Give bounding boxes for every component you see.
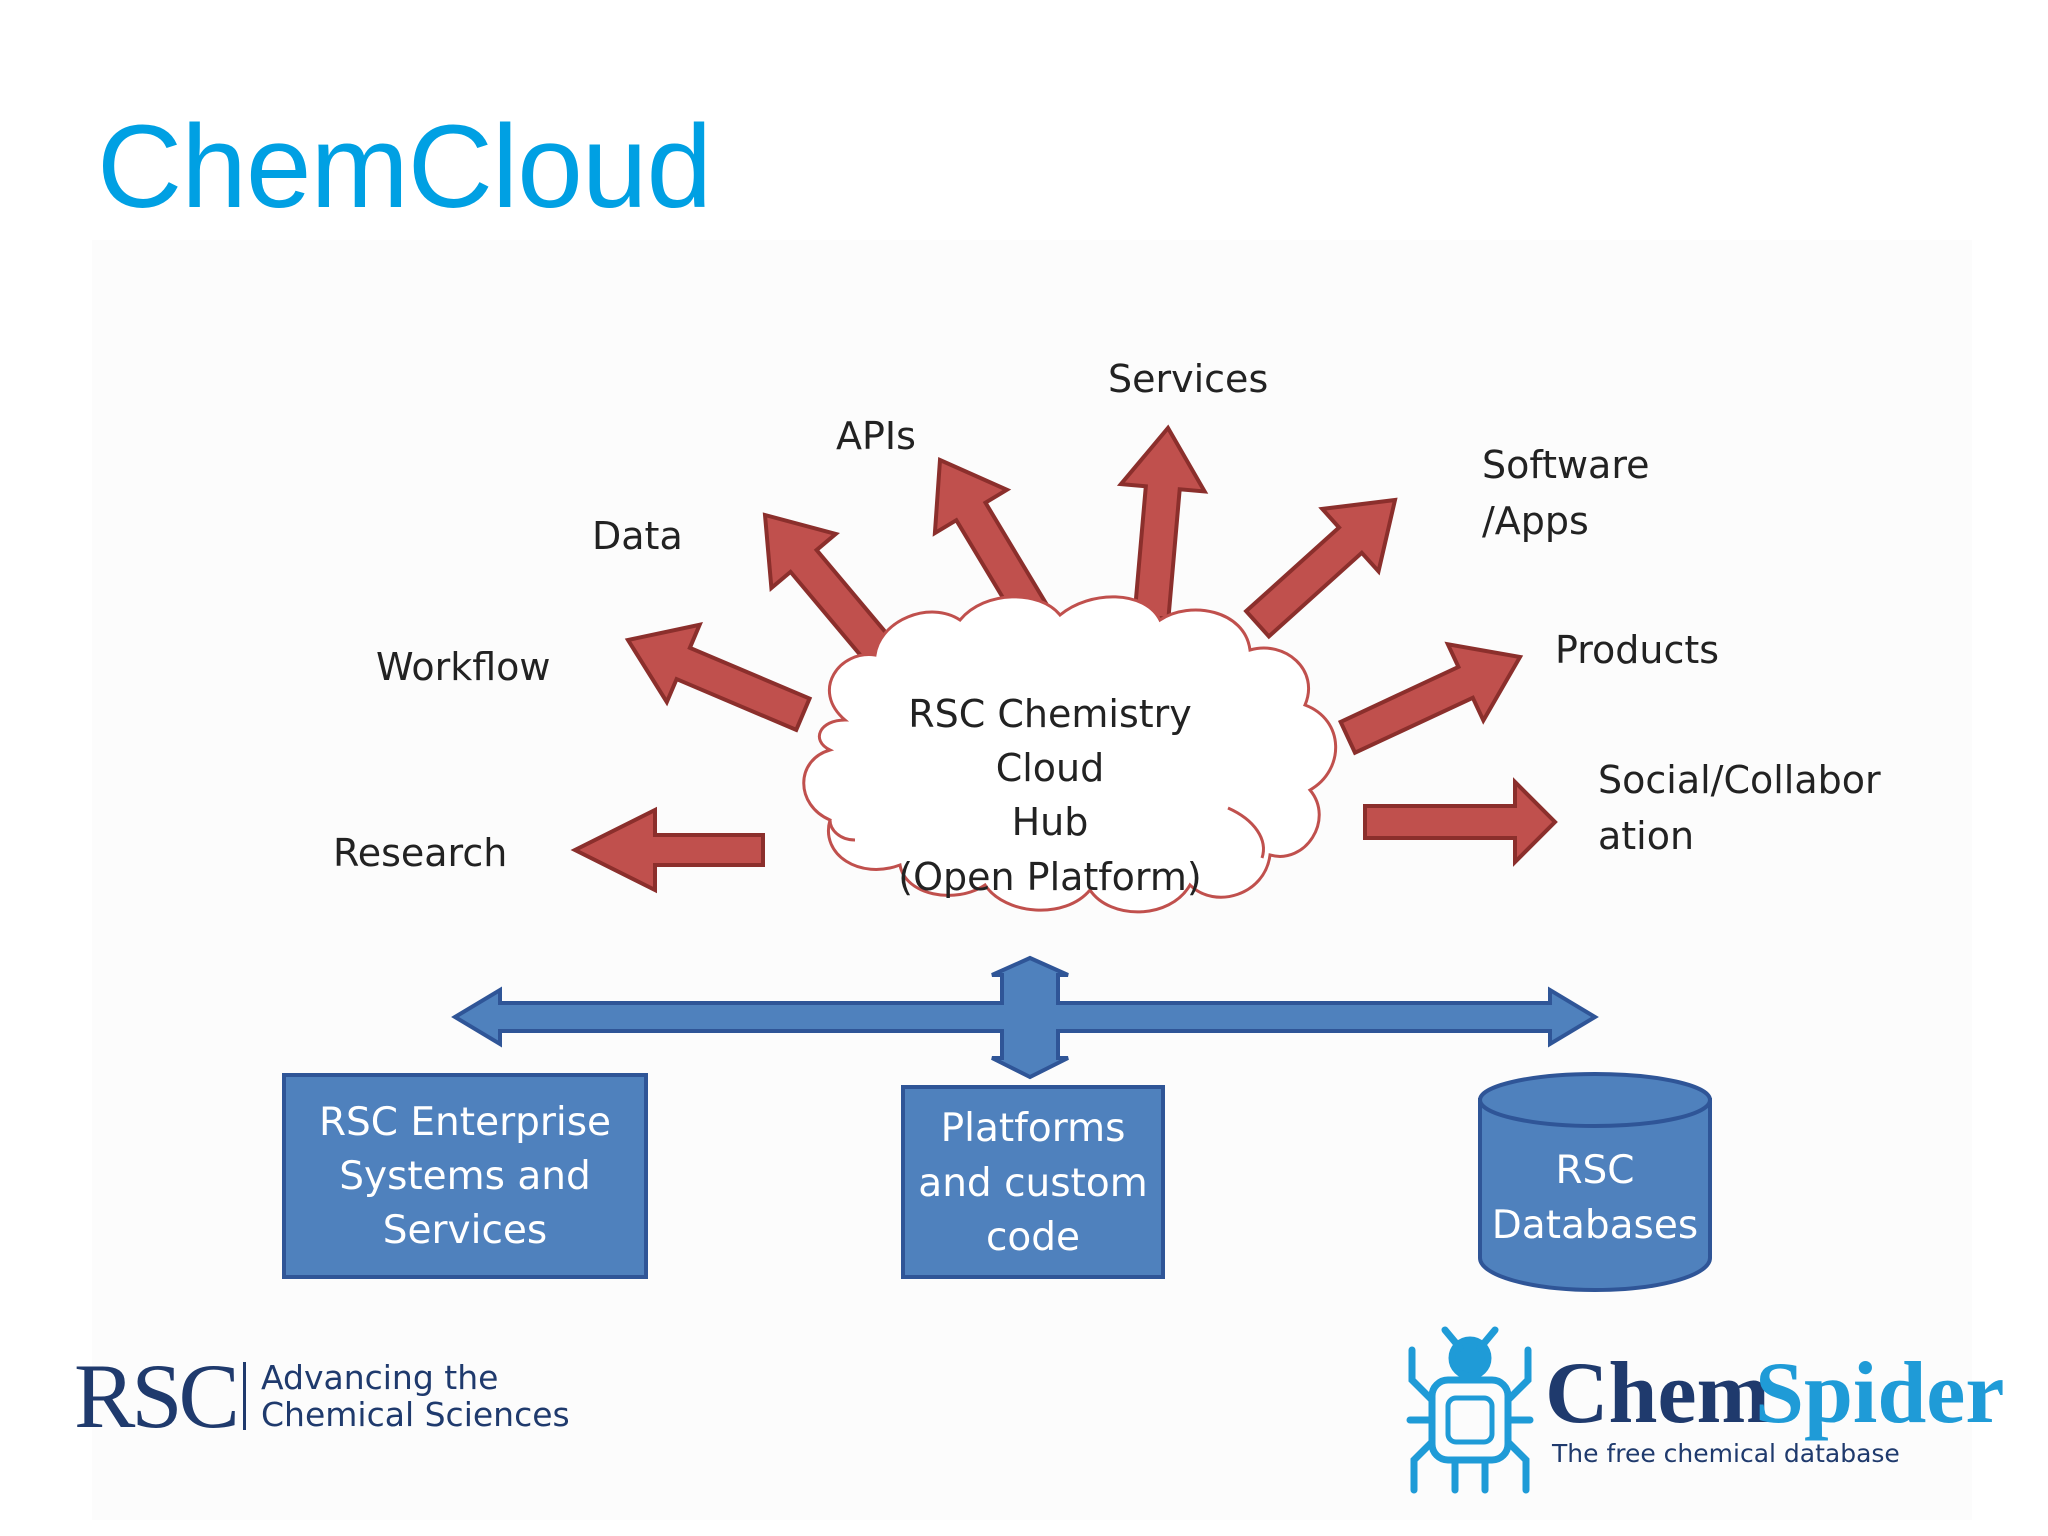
label-software: Software — [1482, 443, 1650, 487]
label-products: Products — [1555, 628, 1719, 672]
rsc-logo-tagline-1: Advancing the — [261, 1358, 498, 1397]
rsc-logo-tagline-2: Chemical Sciences — [261, 1395, 570, 1434]
box-enterprise-line-3: Services — [383, 1208, 547, 1253]
label-research: Research — [333, 831, 507, 875]
bus-arrow — [451, 955, 1599, 1080]
label-data: Data — [592, 514, 683, 558]
label-social-line-1: Social/Collabor — [1598, 758, 1881, 802]
database-label-line-2: Databases — [1492, 1203, 1698, 1248]
spider-icon — [1406, 1326, 1534, 1494]
chemspider-tagline: The free chemical database — [1551, 1439, 1900, 1468]
slide-title: ChemCloud — [97, 101, 712, 233]
label-apis: APIs — [836, 414, 916, 458]
box-enterprise-line-1: RSC Enterprise — [319, 1100, 611, 1145]
arrow-software — [1243, 497, 1398, 640]
cloud-detail-curve — [828, 819, 856, 842]
arrow-services — [1116, 424, 1209, 621]
box-platforms — [901, 1085, 1165, 1279]
label-services: Services — [1108, 357, 1268, 401]
hub-label-line-1: RSC Chemistry — [908, 692, 1192, 736]
box-platforms-line-1: Platforms — [941, 1106, 1126, 1151]
hub-label-line-4: (Open Platform) — [898, 855, 1201, 899]
rsc-logo: RSC Advancing the Chemical Sciences — [74, 1345, 570, 1447]
arrow-workflow — [624, 622, 813, 733]
arrow-social — [1363, 777, 1558, 867]
label-workflow: Workflow — [376, 645, 551, 689]
box-enterprise-line-2: Systems and — [339, 1154, 591, 1199]
chemspider-logo: Chem Spider The free chemical database — [1406, 1326, 2004, 1494]
rsc-logo-mark: RSC — [74, 1345, 236, 1447]
database-label-line-1: RSC — [1555, 1148, 1634, 1193]
chemspider-name-part-2: Spider — [1755, 1345, 2004, 1442]
arrow-products — [1337, 641, 1524, 756]
box-platforms-line-3: code — [986, 1215, 1080, 1260]
box-enterprise — [282, 1073, 648, 1279]
hub-label-line-3: Hub — [1012, 800, 1089, 844]
chemspider-name-part-1: Chem — [1545, 1345, 1770, 1442]
label-apps: /Apps — [1482, 499, 1589, 543]
arrow-research — [570, 806, 765, 894]
arrow-apis — [932, 457, 1056, 635]
database-cylinder — [1478, 1072, 1712, 1292]
box-platforms-line-2: and custom — [918, 1161, 1147, 1206]
hub-cloud — [802, 595, 1338, 914]
hub-label-line-2: Cloud — [996, 746, 1105, 790]
rsc-logo-divider — [243, 1362, 246, 1430]
cloud-detail-curve — [1227, 806, 1265, 859]
label-social-line-2: ation — [1598, 814, 1694, 858]
